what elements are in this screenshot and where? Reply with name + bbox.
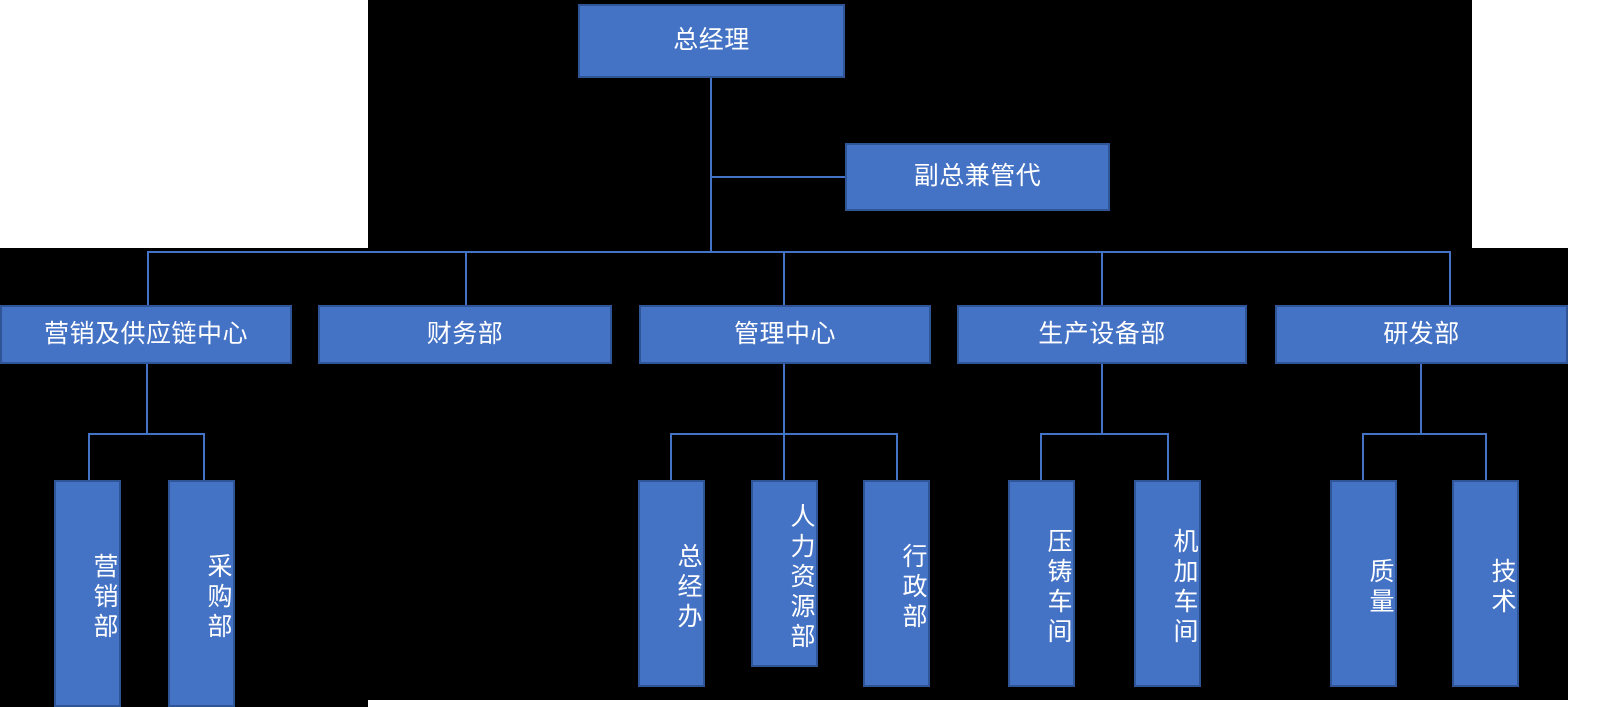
connector-drop-quality — [1362, 433, 1364, 480]
node-technology-label: 技术 — [1488, 557, 1516, 618]
connector-drop-machining — [1167, 433, 1169, 480]
connector-drop-marketing-center — [147, 251, 149, 305]
node-purchasing-dept[interactable]: 采购部 — [168, 480, 235, 707]
connector-drop-purchasing-dept — [203, 433, 205, 480]
connector-division-bus — [148, 251, 1450, 253]
connector-drop-management-center — [783, 251, 785, 305]
node-marketing-dept-label: 营销部 — [90, 552, 118, 643]
node-admin-dept[interactable]: 行政部 — [863, 480, 930, 687]
connector-marketing-center-trunk — [146, 363, 148, 434]
node-management-center[interactable]: 管理中心 — [639, 305, 931, 364]
node-deputy-gm-label: 副总兼管代 — [913, 162, 1042, 191]
node-rd-dept-label: 研发部 — [1383, 319, 1460, 348]
connector-gm-to-deputy — [710, 176, 846, 178]
node-machining-workshop[interactable]: 机加车间 — [1134, 480, 1201, 687]
node-machining-workshop-label: 机加车间 — [1170, 527, 1198, 648]
connector-marketing-center-bus — [88, 433, 205, 435]
node-die-casting-workshop[interactable]: 压铸车间 — [1008, 480, 1075, 687]
node-general-manager-label: 总经理 — [673, 26, 750, 55]
node-finance-dept[interactable]: 财务部 — [318, 305, 612, 364]
node-technology[interactable]: 技术 — [1452, 480, 1519, 687]
node-purchasing-dept-label: 采购部 — [204, 552, 232, 643]
node-hr-dept-label: 人力资源部 — [787, 502, 815, 653]
connector-gm-trunk — [710, 78, 712, 252]
connector-production-trunk — [1101, 363, 1103, 434]
node-quality[interactable]: 质量 — [1330, 480, 1397, 687]
node-marketing-supply-center[interactable]: 营销及供应链中心 — [0, 305, 292, 364]
connector-drop-hr-dept — [783, 433, 785, 480]
node-gm-office[interactable]: 总经办 — [638, 480, 705, 687]
connector-rd-trunk — [1420, 363, 1422, 434]
node-production-equipment-dept-label: 生产设备部 — [1038, 319, 1166, 348]
node-management-center-label: 管理中心 — [733, 319, 836, 348]
connector-drop-production — [1101, 251, 1103, 305]
node-die-casting-workshop-label: 压铸车间 — [1044, 527, 1072, 648]
connector-drop-rd — [1449, 251, 1451, 305]
connector-drop-die-casting — [1040, 433, 1042, 480]
node-production-equipment-dept[interactable]: 生产设备部 — [957, 305, 1247, 364]
connector-drop-gm-office — [670, 433, 672, 480]
node-quality-label: 质量 — [1366, 557, 1394, 618]
node-admin-dept-label: 行政部 — [899, 542, 927, 633]
node-general-manager[interactable]: 总经理 — [578, 4, 845, 78]
connector-drop-admin-dept — [896, 433, 898, 480]
node-marketing-dept[interactable]: 营销部 — [54, 480, 121, 707]
connector-drop-marketing-dept — [88, 433, 90, 480]
backdrop-top-band — [368, 0, 1472, 143]
node-marketing-supply-center-label: 营销及供应链中心 — [43, 319, 248, 348]
connector-production-bus — [1040, 433, 1169, 435]
node-rd-dept[interactable]: 研发部 — [1275, 305, 1568, 364]
node-hr-dept[interactable]: 人力资源部 — [751, 480, 818, 667]
connector-rd-bus — [1362, 433, 1486, 435]
node-finance-dept-label: 财务部 — [426, 319, 504, 348]
connector-management-center-trunk — [783, 363, 785, 434]
node-gm-office-label: 总经办 — [674, 542, 702, 633]
node-deputy-gm[interactable]: 副总兼管代 — [845, 143, 1110, 211]
connector-drop-finance — [465, 251, 467, 305]
connector-drop-technology — [1485, 433, 1487, 480]
